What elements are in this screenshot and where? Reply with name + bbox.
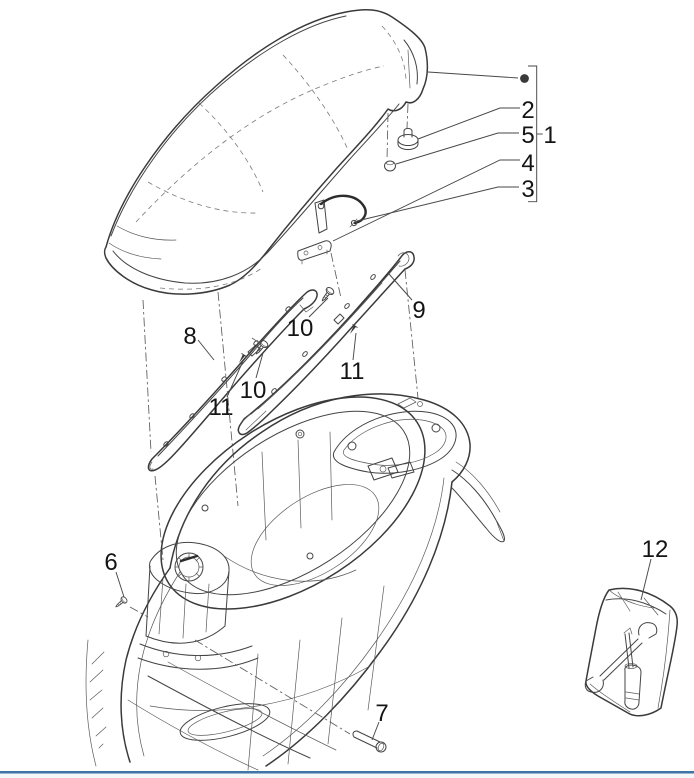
latch-bracket-drawing bbox=[297, 240, 332, 265]
callout-10b-label[interactable]: 10 bbox=[240, 377, 267, 404]
screw-6 bbox=[113, 595, 129, 610]
callout-12-label[interactable]: 12 bbox=[642, 536, 669, 563]
callout-4-label[interactable]: 4 bbox=[521, 150, 534, 177]
footer-divider bbox=[0, 771, 694, 774]
alignment-axes bbox=[129, 252, 419, 735]
callout-group-bracket bbox=[332, 65, 543, 242]
footer-strip bbox=[0, 773, 694, 778]
callout-8-label[interactable]: 8 bbox=[183, 323, 196, 350]
callout-7-label[interactable]: 7 bbox=[375, 700, 388, 727]
callout-10a-label[interactable]: 10 bbox=[287, 315, 314, 342]
screw-10a bbox=[318, 285, 336, 304]
saddle-drawing bbox=[103, 8, 429, 295]
buffer-small-drawing bbox=[384, 112, 396, 172]
callout-11b-label[interactable]: 11 bbox=[340, 358, 365, 385]
release-cable-drawing bbox=[314, 194, 367, 234]
leader-6 bbox=[115, 571, 125, 598]
bullet-marker bbox=[520, 74, 529, 83]
callout-3-label[interactable]: 3 bbox=[521, 176, 534, 203]
leader-12 bbox=[640, 558, 652, 601]
trim-strip-left-drawing bbox=[147, 289, 318, 472]
tool-kit-bag-drawing bbox=[584, 587, 678, 717]
callout-1-label[interactable]: 1 bbox=[543, 122, 556, 149]
trim-strip-right-drawing bbox=[237, 251, 415, 436]
buffer-large-drawing bbox=[397, 103, 419, 150]
strip-leader-lines bbox=[197, 273, 413, 398]
scooter-body-drawing bbox=[85, 393, 505, 771]
callout-2-label[interactable]: 2 bbox=[521, 97, 534, 124]
bolt-7 bbox=[352, 730, 387, 753]
callout-6-label[interactable]: 6 bbox=[104, 549, 117, 576]
callout-9-label[interactable]: 9 bbox=[412, 297, 425, 324]
leader-7 bbox=[371, 721, 380, 741]
callout-5-label[interactable]: 5 bbox=[521, 122, 534, 149]
